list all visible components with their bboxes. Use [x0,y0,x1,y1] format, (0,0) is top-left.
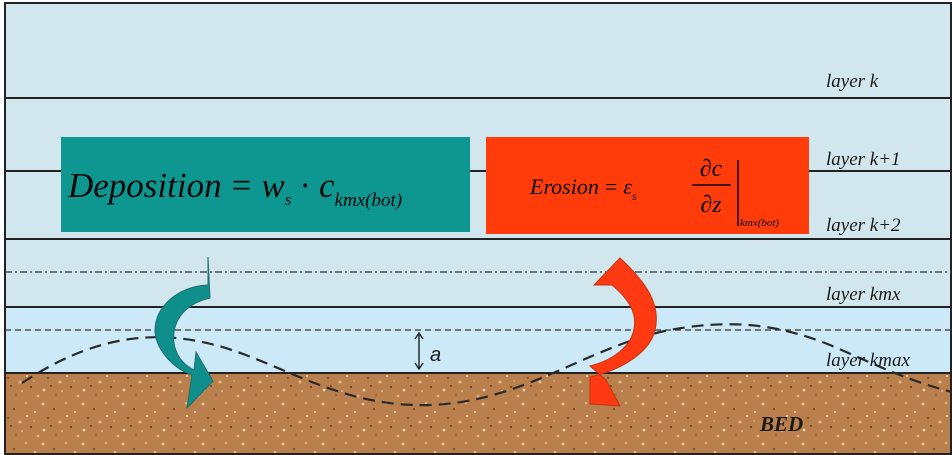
layer-label-k1: layer k+1 [826,149,901,170]
erosion-box [486,137,809,234]
deposition-w-sub: s [285,190,292,209]
deposition-equals: = [232,166,252,205]
erosion-arrow [588,257,657,407]
bed-label: BED [759,412,803,436]
deposition-lhs: Deposition [67,166,222,205]
layer-label-k2: layer k+2 [826,215,901,236]
frame [4,2,952,455]
deposition-arrow [154,256,214,410]
bed [5,373,952,455]
a-label: a [430,344,441,366]
layer-label-kmx: layer kmx [826,284,901,305]
layer-label-kmax: layer kmax [826,350,910,371]
erosion-eps: ε [623,174,632,199]
bottom-layer [5,307,952,373]
deposition-dot: · [299,166,311,205]
deposition-w: w [261,166,285,205]
reference-height-marker [414,331,424,371]
erosion-formula: Erosion=εs [529,174,637,203]
erosion-denominator: ∂z [700,192,722,218]
deposition-formula: Deposition =ws ·ckmx(bot) [67,166,402,211]
bed-wave-dashed [21,323,952,407]
deposition-box [61,137,470,232]
layer-label-k: layer k [826,71,879,92]
erosion-equals: = [605,174,617,199]
deposition-c: c [319,166,335,205]
deposition-c-sub: kmx(bot) [335,190,403,211]
erosion-numerator: ∂c [700,156,723,182]
erosion-lhs: Erosion [529,174,599,199]
erosion-eps-sub: s [632,189,637,203]
erosion-eval-sub: kmx(bot) [740,217,779,229]
